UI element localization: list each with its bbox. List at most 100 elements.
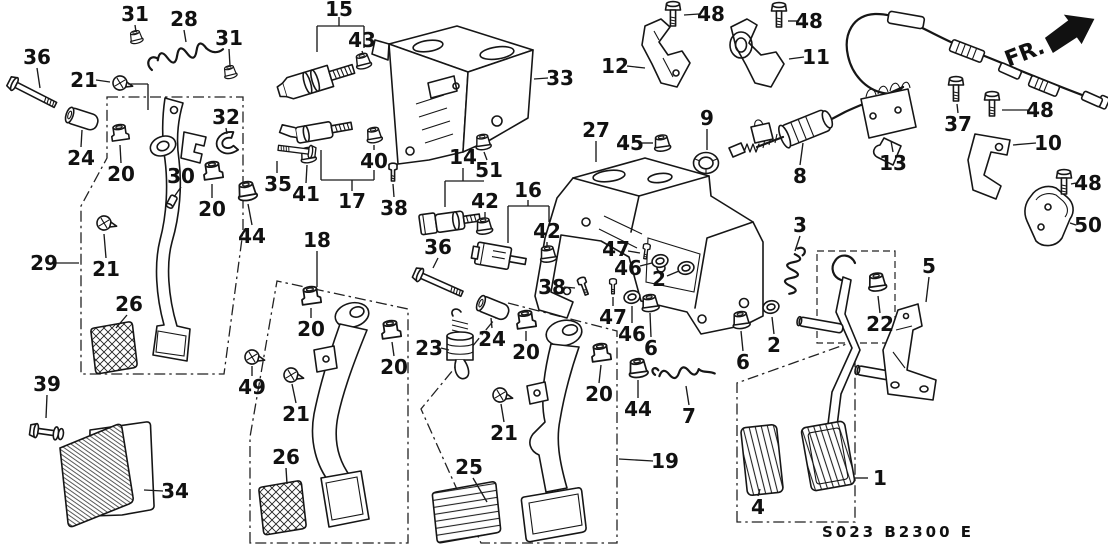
part-callout-32: 32 [212,105,240,129]
part-callout-35: 35 [264,172,292,196]
leader-line-2 [666,270,680,277]
leader-line-31 [228,48,231,67]
fr-direction-indicator: FR. [1001,14,1095,73]
leader-line-13 [890,140,894,153]
part-callout-30: 30 [167,164,195,188]
part-callout-34: 34 [161,479,189,503]
cable-bracket-11-art [729,18,785,88]
part-callout-20: 20 [512,340,540,364]
leader-line-46 [639,262,653,267]
switch-17-art [278,121,353,144]
part-callout-27: 27 [582,118,610,142]
part-callout-18: 18 [303,228,331,252]
leader-line-30 [173,186,182,198]
cable-bracket-12-art [641,18,691,88]
part-callout-26: 26 [272,445,300,469]
leader-line-32 [225,127,228,135]
brake-pedal-19-art [431,319,587,544]
part-callout-10: 10 [1034,131,1062,155]
part-callout-48: 48 [1074,171,1102,195]
cable-bracket-50-art [1024,185,1074,247]
switch-15-art [276,63,356,100]
part-callout-19: 19 [651,449,679,473]
part-callout-11: 11 [802,45,830,69]
spring-3-art [783,246,806,295]
part-callout-31: 31 [215,26,243,50]
clutch-pedal-29-art [90,97,207,375]
part-callout-49: 49 [238,375,266,399]
leader-line-21 [500,403,505,423]
part-callout-1: 1 [873,466,887,490]
leader-line-22 [877,295,881,314]
part-callout-20: 20 [107,162,135,186]
accel-bracket-5-art [882,303,937,401]
leader-line-6 [649,312,652,338]
leader-line-19 [618,458,654,462]
leader-line-20 [598,364,602,384]
part-callout-21: 21 [282,402,310,426]
leader-line-21 [103,233,107,259]
leader-line-36 [432,257,439,269]
leader-line-43 [361,50,364,55]
leader-line-10 [1012,142,1037,146]
leader-line-39 [45,394,48,419]
leader-line-21 [95,79,111,83]
part-callout-13: 13 [879,151,907,175]
part-callout-15: 15 [325,0,353,21]
spring-28-art [147,42,225,72]
leader-line-24 [490,317,493,329]
cable-adjuster-8-art [778,109,834,149]
leader-line-31 [134,24,137,33]
leader-line-34 [143,489,164,492]
part-callout-46: 46 [614,256,642,280]
part-callout-20: 20 [297,317,325,341]
leader-line-20 [119,144,122,164]
part-callout-23: 23 [415,336,443,360]
part-callout-48: 48 [795,9,823,33]
diagram-code: S023 B2300 E [822,523,974,541]
part-callout-38: 38 [380,196,408,220]
bolt-36-art [5,76,58,109]
part-callout-2: 2 [652,267,666,291]
accel-pedal-1-art [740,254,904,497]
leader-line-8 [799,142,804,166]
bolt-39-art [28,422,65,441]
leader-line-3 [794,235,801,252]
leader-line-5 [925,276,930,303]
leader-line-7 [685,385,690,406]
part-callout-24: 24 [478,327,506,351]
part-callout-28: 28 [170,7,198,31]
part-callout-17: 17 [338,189,366,213]
leader-line-21 [291,383,297,404]
part-callout-44: 44 [624,397,652,421]
part-callout-26: 26 [115,292,143,316]
leader-line-48 [683,13,700,16]
part-callout-21: 21 [70,68,98,92]
part-callout-16: 16 [514,178,542,202]
part-callout-6: 6 [644,336,658,360]
part-callout-51: 51 [475,158,503,182]
part-callout-48: 48 [1026,98,1054,122]
leader-line-38 [563,286,576,289]
part-callout-31: 31 [121,2,149,26]
part-callout-20: 20 [198,197,226,221]
part-callout-45: 45 [616,131,644,155]
leader-line-50 [1069,222,1077,226]
part-callout-29: 29 [30,251,58,275]
part-callout-21: 21 [490,421,518,445]
part-callout-20: 20 [585,382,613,406]
footrest-34-art [59,421,155,528]
leader-line-23 [440,347,450,351]
spring-7-art [651,366,716,380]
part-callout-43: 43 [348,28,376,52]
leader-line-51 [483,151,488,161]
leader-line-11 [788,56,805,60]
part-callout-36: 36 [23,45,51,69]
throttle-cable-art [728,10,1108,158]
leader-line-44 [247,203,253,226]
leader-line-26 [115,314,128,329]
bolt-36-art [411,267,464,298]
part-callout-33: 33 [546,66,574,90]
leader-line-6 [740,330,744,352]
part-callout-48: 48 [697,2,725,26]
